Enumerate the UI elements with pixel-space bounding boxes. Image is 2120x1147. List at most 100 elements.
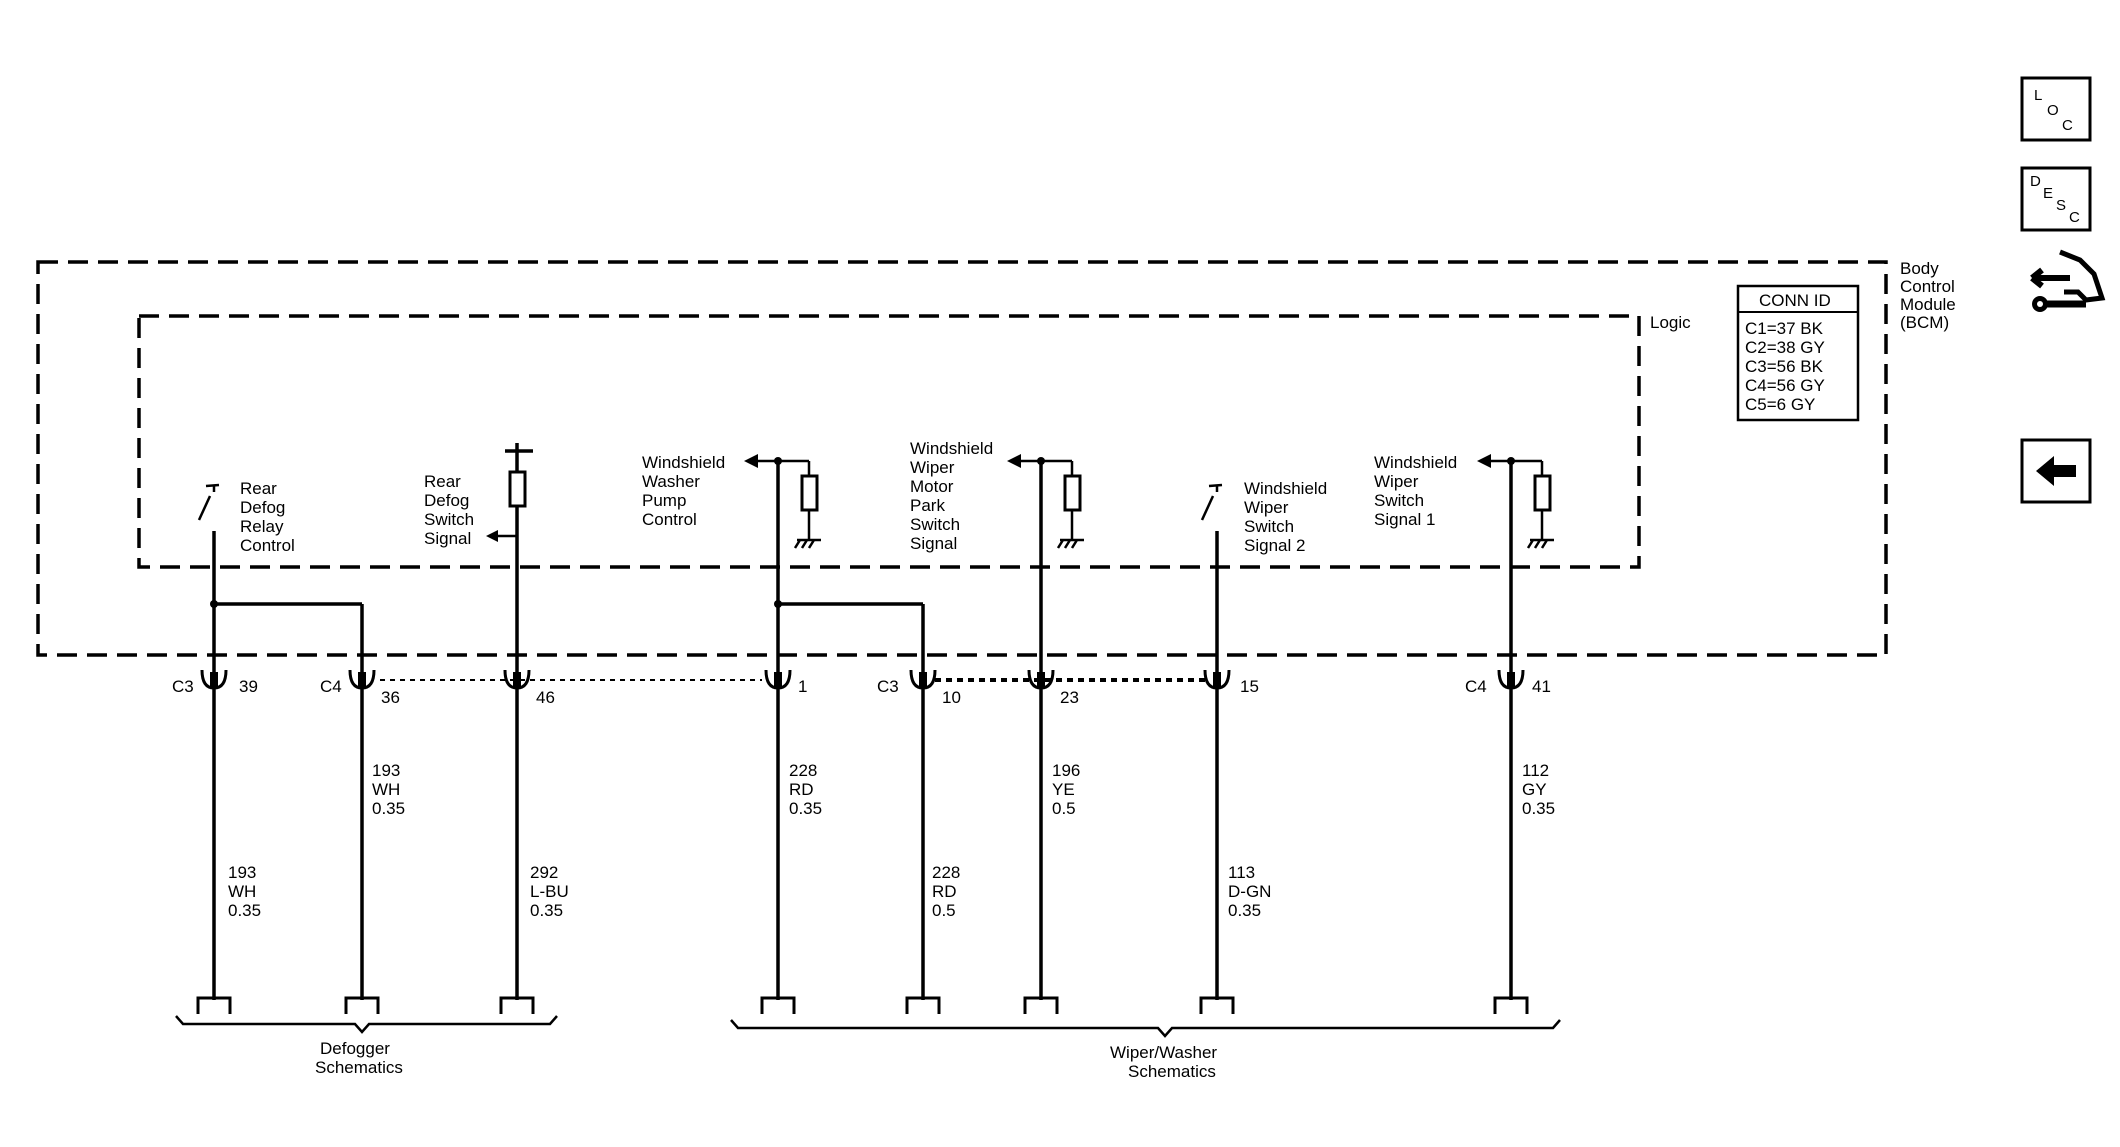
svg-text:E: E bbox=[2043, 185, 2053, 202]
svg-text:193: 193 bbox=[228, 863, 256, 882]
svg-text:Control: Control bbox=[1900, 277, 1955, 296]
svg-text:Signal: Signal bbox=[910, 534, 957, 553]
conn-id-row: C5=6 GY bbox=[1745, 395, 1815, 414]
connector-terminals bbox=[200, 669, 1525, 690]
svg-text:Windshield: Windshield bbox=[910, 439, 993, 458]
svg-text:Body: Body bbox=[1900, 259, 1939, 278]
svg-text:D: D bbox=[2030, 173, 2041, 190]
connector-pin: 39 bbox=[239, 677, 258, 696]
connector-id: C4 bbox=[320, 677, 342, 696]
svg-text:WH: WH bbox=[372, 780, 400, 799]
connector-wrench-icon[interactable] bbox=[2030, 249, 2106, 312]
defogger-brace bbox=[175, 1015, 558, 1034]
connector-pin-contact bbox=[513, 672, 521, 688]
logic-boundary bbox=[137, 314, 1641, 569]
desc-button[interactable]: D E S C bbox=[2020, 166, 2092, 232]
wire-label-193-wh-upper: 193 WH 0.35 bbox=[372, 761, 405, 818]
connector-id: C3 bbox=[877, 677, 899, 696]
signal-label-washer-pump: Windshield Washer Pump Control bbox=[642, 453, 725, 529]
svg-text:Schematics: Schematics bbox=[315, 1058, 403, 1077]
svg-text:O: O bbox=[2047, 102, 2059, 119]
conn-id-title: CONN ID bbox=[1759, 291, 1831, 310]
svg-text:Wiper: Wiper bbox=[910, 458, 955, 477]
svg-text:Control: Control bbox=[240, 536, 295, 555]
bcm-boundary bbox=[36, 260, 1888, 657]
connector-pin: 1 bbox=[798, 677, 807, 696]
svg-text:292: 292 bbox=[530, 863, 558, 882]
harness-terminal bbox=[1023, 996, 1059, 1014]
wire-label-228-rd-lower: 228 RD 0.5 bbox=[932, 863, 960, 920]
harness-terminal bbox=[905, 996, 941, 1014]
rear-defog-relay-switch bbox=[197, 483, 364, 686]
signal-label-rear-defog-relay: Rear Defog Relay Control bbox=[240, 479, 295, 555]
svg-text:193: 193 bbox=[372, 761, 400, 780]
connector-pin: 36 bbox=[381, 688, 400, 707]
washer-pump-output bbox=[744, 454, 925, 686]
svg-text:WH: WH bbox=[228, 882, 256, 901]
module-name: Body Control Module (BCM) bbox=[1900, 259, 1956, 332]
wire-label-112-gy: 112 GY 0.35 bbox=[1522, 761, 1555, 818]
svg-text:Control: Control bbox=[642, 510, 697, 529]
harness-terminal bbox=[760, 996, 796, 1014]
svg-text:228: 228 bbox=[932, 863, 960, 882]
connector-pin: 41 bbox=[1532, 677, 1551, 696]
signal-label-wiper-park: Windshield Wiper Motor Park Switch Signa… bbox=[910, 439, 993, 553]
conn-id-row: C2=38 GY bbox=[1745, 338, 1825, 357]
wire-label-196-ye: 196 YE 0.5 bbox=[1052, 761, 1080, 818]
svg-text:0.35: 0.35 bbox=[228, 901, 261, 920]
svg-text:0.5: 0.5 bbox=[1052, 799, 1076, 818]
svg-text:113: 113 bbox=[1228, 863, 1255, 882]
loc-button[interactable]: L O C bbox=[2020, 76, 2092, 142]
svg-text:GY: GY bbox=[1522, 780, 1547, 799]
svg-text:196: 196 bbox=[1052, 761, 1080, 780]
svg-text:Schematics: Schematics bbox=[1128, 1062, 1216, 1081]
svg-text:D-GN: D-GN bbox=[1228, 882, 1271, 901]
svg-text:Windshield: Windshield bbox=[642, 453, 725, 472]
logic-label: Logic bbox=[1650, 313, 1691, 332]
svg-text:C: C bbox=[2069, 209, 2080, 226]
wiper-switch-signal2-switch bbox=[1200, 483, 1223, 686]
svg-text:RD: RD bbox=[789, 780, 814, 799]
svg-text:0.5: 0.5 bbox=[932, 901, 956, 920]
connector-pin-contact bbox=[1037, 672, 1045, 688]
svg-text:S: S bbox=[2056, 197, 2066, 214]
wire-label-228-rd-upper: 228 RD 0.35 bbox=[789, 761, 822, 818]
svg-text:Wiper/Washer: Wiper/Washer bbox=[1110, 1043, 1217, 1062]
svg-text:Park: Park bbox=[910, 496, 945, 515]
conn-id-row: C3=56 BK bbox=[1745, 357, 1824, 376]
connector-pin-contact bbox=[774, 672, 782, 688]
svg-text:Switch: Switch bbox=[1244, 517, 1294, 536]
back-arrow-button[interactable] bbox=[2020, 438, 2092, 504]
svg-text:Windshield: Windshield bbox=[1244, 479, 1327, 498]
svg-text:Rear: Rear bbox=[240, 479, 277, 498]
connector-labels: C3 39 C4 36 46 1 C3 10 23 15 C4 41 bbox=[172, 677, 1551, 707]
svg-text:Signal 1: Signal 1 bbox=[1374, 510, 1435, 529]
destination-terminals bbox=[196, 996, 1529, 1014]
svg-text:112: 112 bbox=[1522, 761, 1549, 780]
destination-wiper-washer[interactable]: Wiper/Washer Schematics bbox=[1110, 1043, 1217, 1081]
svg-text:Washer: Washer bbox=[642, 472, 700, 491]
svg-text:0.35: 0.35 bbox=[530, 901, 563, 920]
wire-label-292-l-bu: 292 L-BU 0.35 bbox=[530, 863, 569, 920]
svg-text:228: 228 bbox=[789, 761, 817, 780]
conn-id-row: C4=56 GY bbox=[1745, 376, 1825, 395]
signal-label-rear-defog-switch: Rear Defog Switch Signal bbox=[424, 472, 474, 548]
wiper-switch-signal1-input bbox=[1477, 454, 1554, 686]
svg-text:Signal: Signal bbox=[424, 529, 471, 548]
svg-text:Rear: Rear bbox=[424, 472, 461, 491]
connector-pin: 10 bbox=[942, 688, 961, 707]
harness-terminal bbox=[196, 996, 232, 1014]
connector-pin: 15 bbox=[1240, 677, 1259, 696]
connector-pin: 46 bbox=[536, 688, 555, 707]
wire-label-193-wh-lower: 193 WH 0.35 bbox=[228, 863, 261, 920]
harness-terminal bbox=[1493, 996, 1529, 1014]
svg-text:Defogger: Defogger bbox=[320, 1039, 390, 1058]
svg-text:Switch: Switch bbox=[1374, 491, 1424, 510]
svg-text:C: C bbox=[2062, 117, 2073, 134]
connector-pin-contact bbox=[1213, 672, 1221, 688]
svg-text:Defog: Defog bbox=[424, 491, 469, 510]
harness-terminal bbox=[344, 996, 380, 1014]
destination-defogger[interactable]: Defogger Schematics bbox=[315, 1039, 403, 1077]
harness-terminal bbox=[499, 996, 535, 1014]
svg-text:L-BU: L-BU bbox=[530, 882, 569, 901]
